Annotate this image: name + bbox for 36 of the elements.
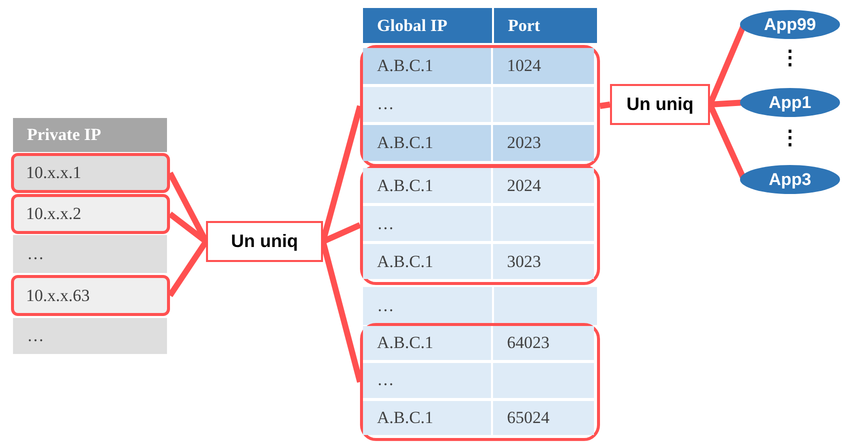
app-ellipse: App1 [740, 88, 840, 117]
text-box: Un uniq [206, 221, 323, 262]
connector-line [600, 102, 610, 109]
table-cell: 2023 [493, 125, 594, 161]
text-box: Un uniq [610, 84, 710, 125]
table-row: 10.x.x.2 [11, 194, 170, 234]
app-ellipse: App99 [740, 10, 840, 39]
table-cell: 64023 [493, 326, 594, 360]
table-cell: A.B.C.1 [363, 168, 491, 203]
row-group [360, 323, 600, 441]
table-cell: A.B.C.1 [363, 48, 491, 84]
table-cell: A.B.C.1 [363, 244, 491, 279]
table-row: 10.x.x.1 [11, 153, 170, 193]
row-group [360, 45, 600, 167]
table-cell: 1024 [493, 48, 594, 84]
table-cell: … [363, 86, 491, 122]
header-cell: Global IP [363, 8, 492, 43]
table-cell: 2024 [493, 168, 594, 203]
row-group [360, 165, 600, 285]
table-cell: A.B.C.1 [363, 326, 491, 360]
vertical-ellipsis: ⋮ [780, 46, 800, 70]
table-cell: … [13, 235, 167, 273]
header-cell: Port [494, 8, 597, 43]
app-ellipse: App3 [740, 165, 840, 194]
table-row: 10.x.x.63 [11, 275, 170, 316]
table-cell: … [363, 363, 491, 398]
table-cell: … [363, 206, 491, 241]
connector-line [168, 240, 208, 298]
table-cell: … [13, 318, 167, 354]
table-cell: 3023 [493, 244, 594, 279]
vertical-ellipsis: ⋮ [780, 126, 800, 150]
table-cell: A.B.C.1 [363, 400, 491, 435]
header-cell: Private IP [13, 118, 167, 152]
table-cell: A.B.C.1 [363, 125, 491, 161]
table-cell: … [363, 287, 492, 325]
table-cell: 65024 [493, 400, 594, 435]
